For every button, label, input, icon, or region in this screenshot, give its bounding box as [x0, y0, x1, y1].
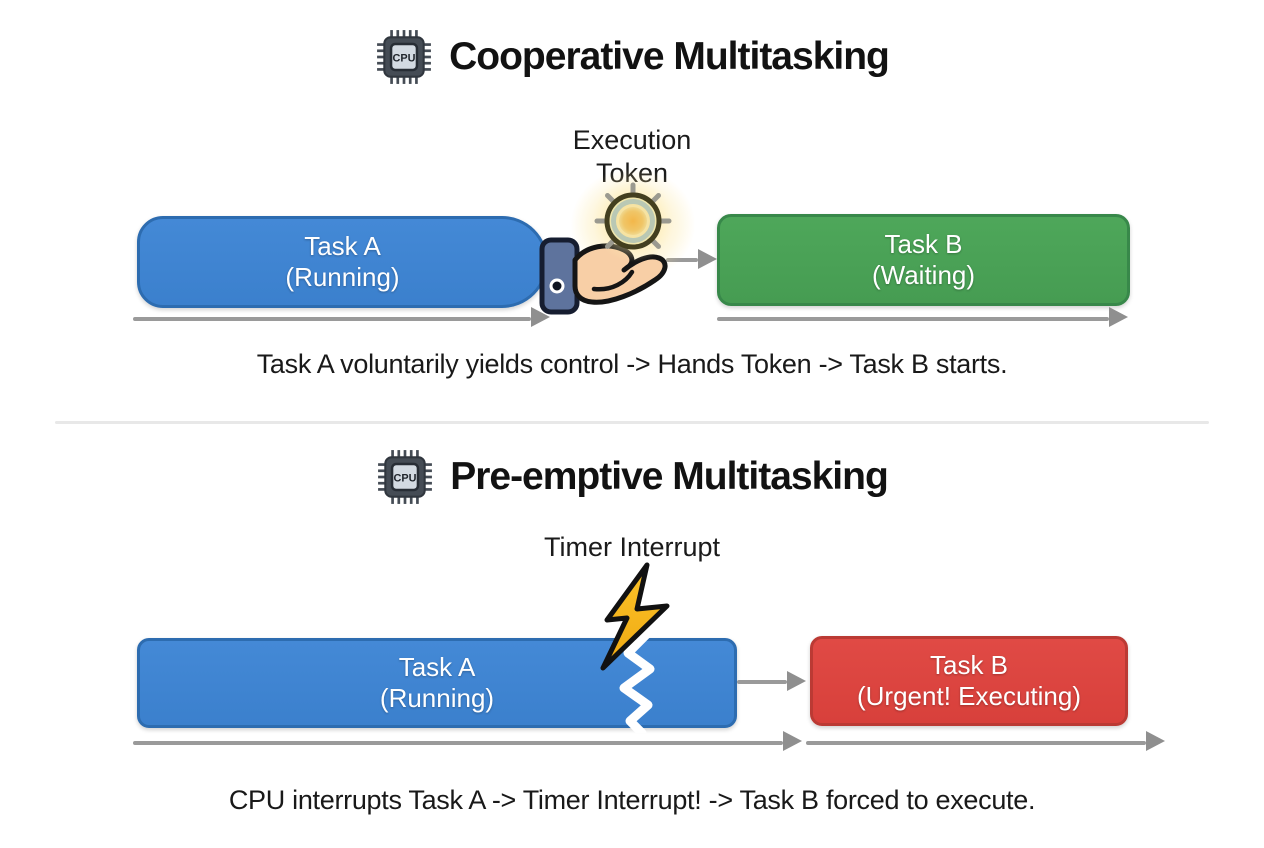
task-b-urgent-box: Task B (Urgent! Executing) [810, 636, 1128, 726]
task-b-timeline-head [1109, 307, 1128, 327]
crack-icon [619, 633, 655, 733]
task-a-state: (Running) [379, 683, 495, 713]
bottom-timeline-segment-2 [806, 741, 1146, 745]
task-b-waiting-box: Task B (Waiting) [717, 214, 1130, 306]
preemptive-caption: CPU interrupts Task A -> Timer Interrupt… [228, 785, 1036, 815]
bottom-timeline-head-1 [783, 731, 802, 751]
task-a-timeline [133, 317, 531, 321]
task-a-name: Task A [304, 231, 381, 261]
cooperative-title-row: CPU Cooperative Multitasking [0, 28, 1264, 86]
preemptive-title-row: CPU Pre-emptive Multitasking [0, 448, 1264, 506]
task-b-name: Task B [929, 650, 1009, 680]
cooperative-caption: Task A voluntarily yields control -> Han… [256, 349, 1008, 379]
task-b-name: Task B [884, 229, 963, 259]
cpu-icon: CPU [378, 450, 433, 504]
bottom-timeline-head-2 [1146, 731, 1165, 751]
task-a-name: Task A [398, 652, 476, 682]
cpu-icon: CPU [377, 30, 432, 84]
bottom-timeline-segment-1 [133, 741, 783, 745]
forced-switch-arrow-line [737, 680, 787, 684]
forced-switch-arrow-head [787, 671, 806, 691]
cooperative-title: Cooperative Multitasking [449, 35, 890, 78]
cpu-icon-label: CPU [393, 53, 416, 65]
task-b-state: (Urgent! Executing) [857, 681, 1081, 711]
preemptive-title: Pre-emptive Multitasking [450, 455, 889, 498]
timer-interrupt-label: Timer Interrupt [543, 532, 721, 562]
task-a-state: (Running) [285, 262, 400, 292]
task-b-timeline [717, 317, 1109, 321]
task-b-state: (Waiting) [871, 260, 976, 290]
glowing-token-icon [592, 180, 674, 262]
cpu-icon-label: CPU [394, 473, 417, 485]
task-a-running-box: Task A (Running) [137, 216, 548, 308]
section-divider [55, 421, 1209, 424]
lightning-bolt-icon [600, 562, 670, 671]
